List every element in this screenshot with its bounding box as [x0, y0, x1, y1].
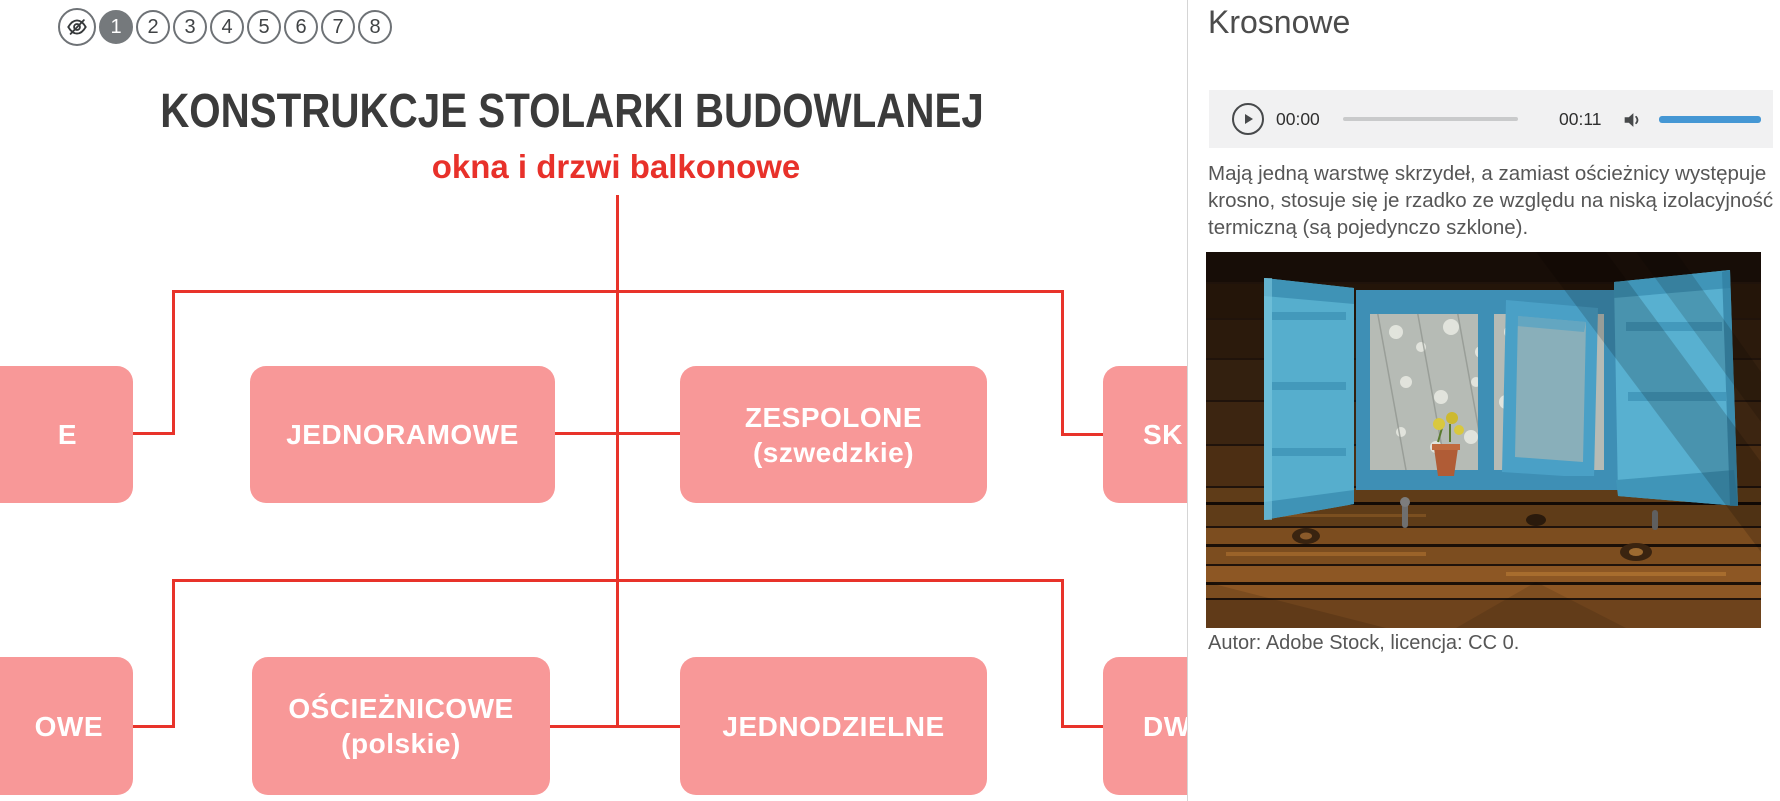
- node-jednoramowe[interactable]: JEDNORAMOWE: [250, 366, 555, 503]
- total-time: 00:11: [1559, 109, 1602, 129]
- play-button[interactable]: [1232, 103, 1264, 135]
- node-label: ZESPOLONE: [744, 401, 923, 433]
- detail-panel: Krosnowe 00:00 00:11 Mają jedną warstwę …: [1187, 0, 1780, 801]
- eye-slash-icon: [66, 16, 88, 38]
- connector-line: [1061, 725, 1106, 728]
- diagram-title: KONSTRUKCJE STOLARKI BUDOWLANEJ: [160, 85, 984, 138]
- window-photo[interactable]: [1206, 252, 1761, 628]
- connector-line: [172, 579, 175, 728]
- connector-line: [1061, 290, 1064, 436]
- node-oscieznicowe[interactable]: OŚCIEŻNICOWE (polskie): [252, 657, 550, 795]
- node-label: OŚCIEŻNICOWE: [288, 693, 514, 724]
- diagram-area: 1 2 3 4 5 6 7 8 KONSTRUKCJE STOLARKI BUD…: [0, 8, 1187, 795]
- node-sublabel: (szwedzkie): [752, 436, 915, 468]
- slide-nav-page-1[interactable]: 1: [99, 10, 133, 44]
- diagram-subtitle: okna i drzwi balkonowe: [431, 148, 801, 185]
- node-label: DW: [1143, 710, 1187, 742]
- slide-nav-page-4[interactable]: 4: [210, 10, 244, 44]
- connector-line: [553, 432, 683, 435]
- connector-line: [616, 195, 619, 727]
- speaker-icon[interactable]: [1621, 109, 1643, 131]
- node-zespolone[interactable]: ZESPOLONE (szwedzkie): [680, 366, 987, 503]
- node-sublabel: (polskie): [341, 728, 461, 759]
- connector-line: [172, 290, 175, 435]
- node-label: SK: [1143, 419, 1183, 450]
- node-label: JEDNODZIELNE: [722, 710, 945, 742]
- slide-nav-page-6[interactable]: 6: [284, 10, 318, 44]
- hide-answers-button[interactable]: [58, 8, 96, 46]
- photo-caption: Autor: Adobe Stock, licencja: CC 0.: [1208, 632, 1520, 654]
- node-partial-owe[interactable]: OWE: [0, 657, 133, 795]
- current-time: 00:00: [1276, 109, 1320, 129]
- connector-line: [133, 432, 175, 435]
- node-partial-dw[interactable]: DW: [1103, 657, 1187, 795]
- connector-line: [1061, 433, 1106, 436]
- play-icon: [1241, 112, 1255, 126]
- slide-nav-page-5[interactable]: 5: [247, 10, 281, 44]
- connector-line: [172, 579, 1064, 582]
- node-jednodzielne[interactable]: JEDNODZIELNE: [680, 657, 987, 795]
- node-partial-sk[interactable]: SK: [1103, 366, 1187, 503]
- connector-line: [1061, 579, 1064, 728]
- slide-nav: 1 2 3 4 5 6 7 8: [58, 8, 392, 46]
- description-text: Mają jedną warstwę skrzydeł, a zamiast o…: [1208, 162, 1774, 239]
- seek-bar[interactable]: [1343, 117, 1518, 121]
- node-label: E: [57, 419, 77, 450]
- node-partial-e[interactable]: E: [0, 366, 133, 503]
- slide-nav-page-7[interactable]: 7: [321, 10, 355, 44]
- connector-line: [172, 290, 1064, 293]
- slide-nav-page-2[interactable]: 2: [136, 10, 170, 44]
- volume-slider[interactable]: [1659, 116, 1761, 123]
- slide-nav-page-3[interactable]: 3: [173, 10, 207, 44]
- node-label: JEDNORAMOWE: [286, 419, 519, 450]
- panel-title: Krosnowe: [1208, 4, 1351, 40]
- slide-nav-page-8[interactable]: 8: [358, 10, 392, 44]
- audio-player: 00:00 00:11: [1209, 90, 1773, 148]
- connector-line: [133, 725, 175, 728]
- connector-line: [548, 725, 683, 728]
- node-label: OWE: [34, 710, 103, 742]
